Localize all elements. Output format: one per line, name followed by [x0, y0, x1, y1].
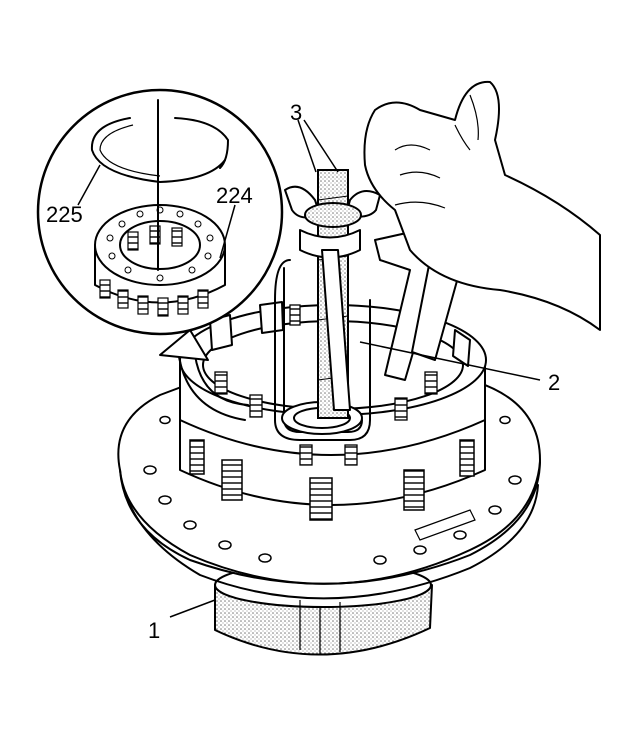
removal-arrow	[159, 329, 249, 421]
callout-225: 225	[46, 202, 83, 227]
technician-hand	[363, 80, 601, 331]
compressor-tool	[274, 169, 461, 441]
callout-224: 224	[216, 183, 253, 208]
detail-inset	[36, 88, 284, 336]
callout-3: 3	[290, 100, 302, 125]
callout-2: 2	[548, 370, 560, 395]
leader-lines	[77, 119, 541, 618]
callout-1: 1	[148, 618, 160, 643]
